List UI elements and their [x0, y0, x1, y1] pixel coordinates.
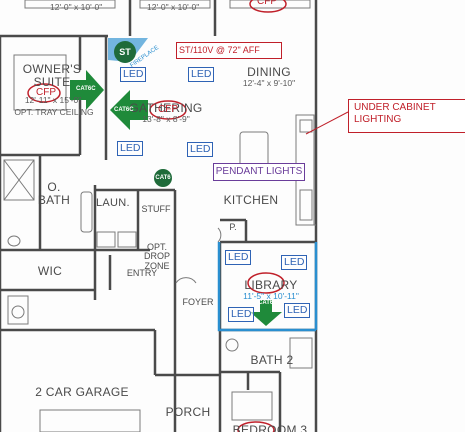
room-top-left-dim: 12'-0" x 10'-0"	[50, 2, 103, 12]
under-cabinet-line2: LIGHTING	[354, 114, 402, 125]
cfp-label: CFP	[257, 0, 277, 7]
room-wic: WIC	[37, 264, 63, 278]
cat6-badge-icon: CAT6	[154, 169, 172, 187]
cat6c-label: CAT6C	[114, 107, 134, 113]
led-fixture: LED	[284, 303, 311, 318]
room-owners-suite: OWNER'S SUITE	[22, 62, 82, 89]
room-pantry: P.	[229, 222, 237, 232]
led-fixture: LED	[225, 250, 252, 265]
room-gathering: GATHERING 13'-8" x 8'-9"	[129, 101, 203, 124]
cat6-arrow-owners-icon	[70, 70, 104, 110]
room-kitchen: KITCHEN	[223, 193, 279, 207]
room-library: LIBRARY 11'-5" x 10'-11"	[243, 278, 299, 301]
cfp-label: CFP	[36, 87, 56, 98]
room-owners-bath: O. BATH	[37, 180, 71, 207]
room-foyer: FOYER	[182, 297, 214, 307]
room-top-mid-dim: 12'-0" x 10'-0"	[147, 2, 200, 12]
room-entry: ENTRY	[126, 268, 158, 278]
cat6-arrow-gathering-icon	[110, 90, 148, 130]
led-fixture: LED	[188, 67, 215, 82]
led-fixture: LED	[281, 255, 308, 270]
led-fixture: LED	[120, 67, 147, 82]
under-cabinet-callout: UNDER CABINET LIGHTING	[348, 99, 465, 133]
room-bedroom-3: BEDROOM 3	[232, 423, 308, 432]
room-porch: PORCH	[165, 405, 211, 419]
led-fixture: LED	[117, 141, 144, 156]
st-outlet-icon: ST	[114, 41, 136, 63]
room-laundry: LAUN.	[96, 197, 130, 209]
room-stuff: STUFF	[141, 204, 171, 214]
led-fixture: LED	[187, 142, 214, 157]
led-fixture: LED	[228, 307, 255, 322]
under-cabinet-line1: UNDER CABINET	[354, 102, 436, 113]
cat6-arrow-library-icon	[250, 300, 282, 326]
room-bath-2: BATH 2	[250, 353, 294, 367]
room-garage: 2 CAR GARAGE	[35, 385, 129, 399]
cat6-label: CAT6	[258, 300, 274, 306]
room-owners-suite-dim: 12'-11" x 15'-0"	[24, 95, 82, 105]
cat6c-label: CAT6C	[76, 86, 96, 92]
cfp-label: CFP	[158, 104, 178, 115]
st-outlet-callout: ST/110V @ 72" AFF	[176, 42, 282, 59]
room-drop-zone: OPT. DROP ZONE	[143, 242, 170, 271]
room-owners-suite-note: OPT. TRAY CEILING	[14, 107, 94, 117]
pendant-lights-callout: PENDANT LIGHTS	[213, 163, 305, 181]
room-dining: DINING 12'-4" x 9'-10"	[242, 65, 296, 88]
